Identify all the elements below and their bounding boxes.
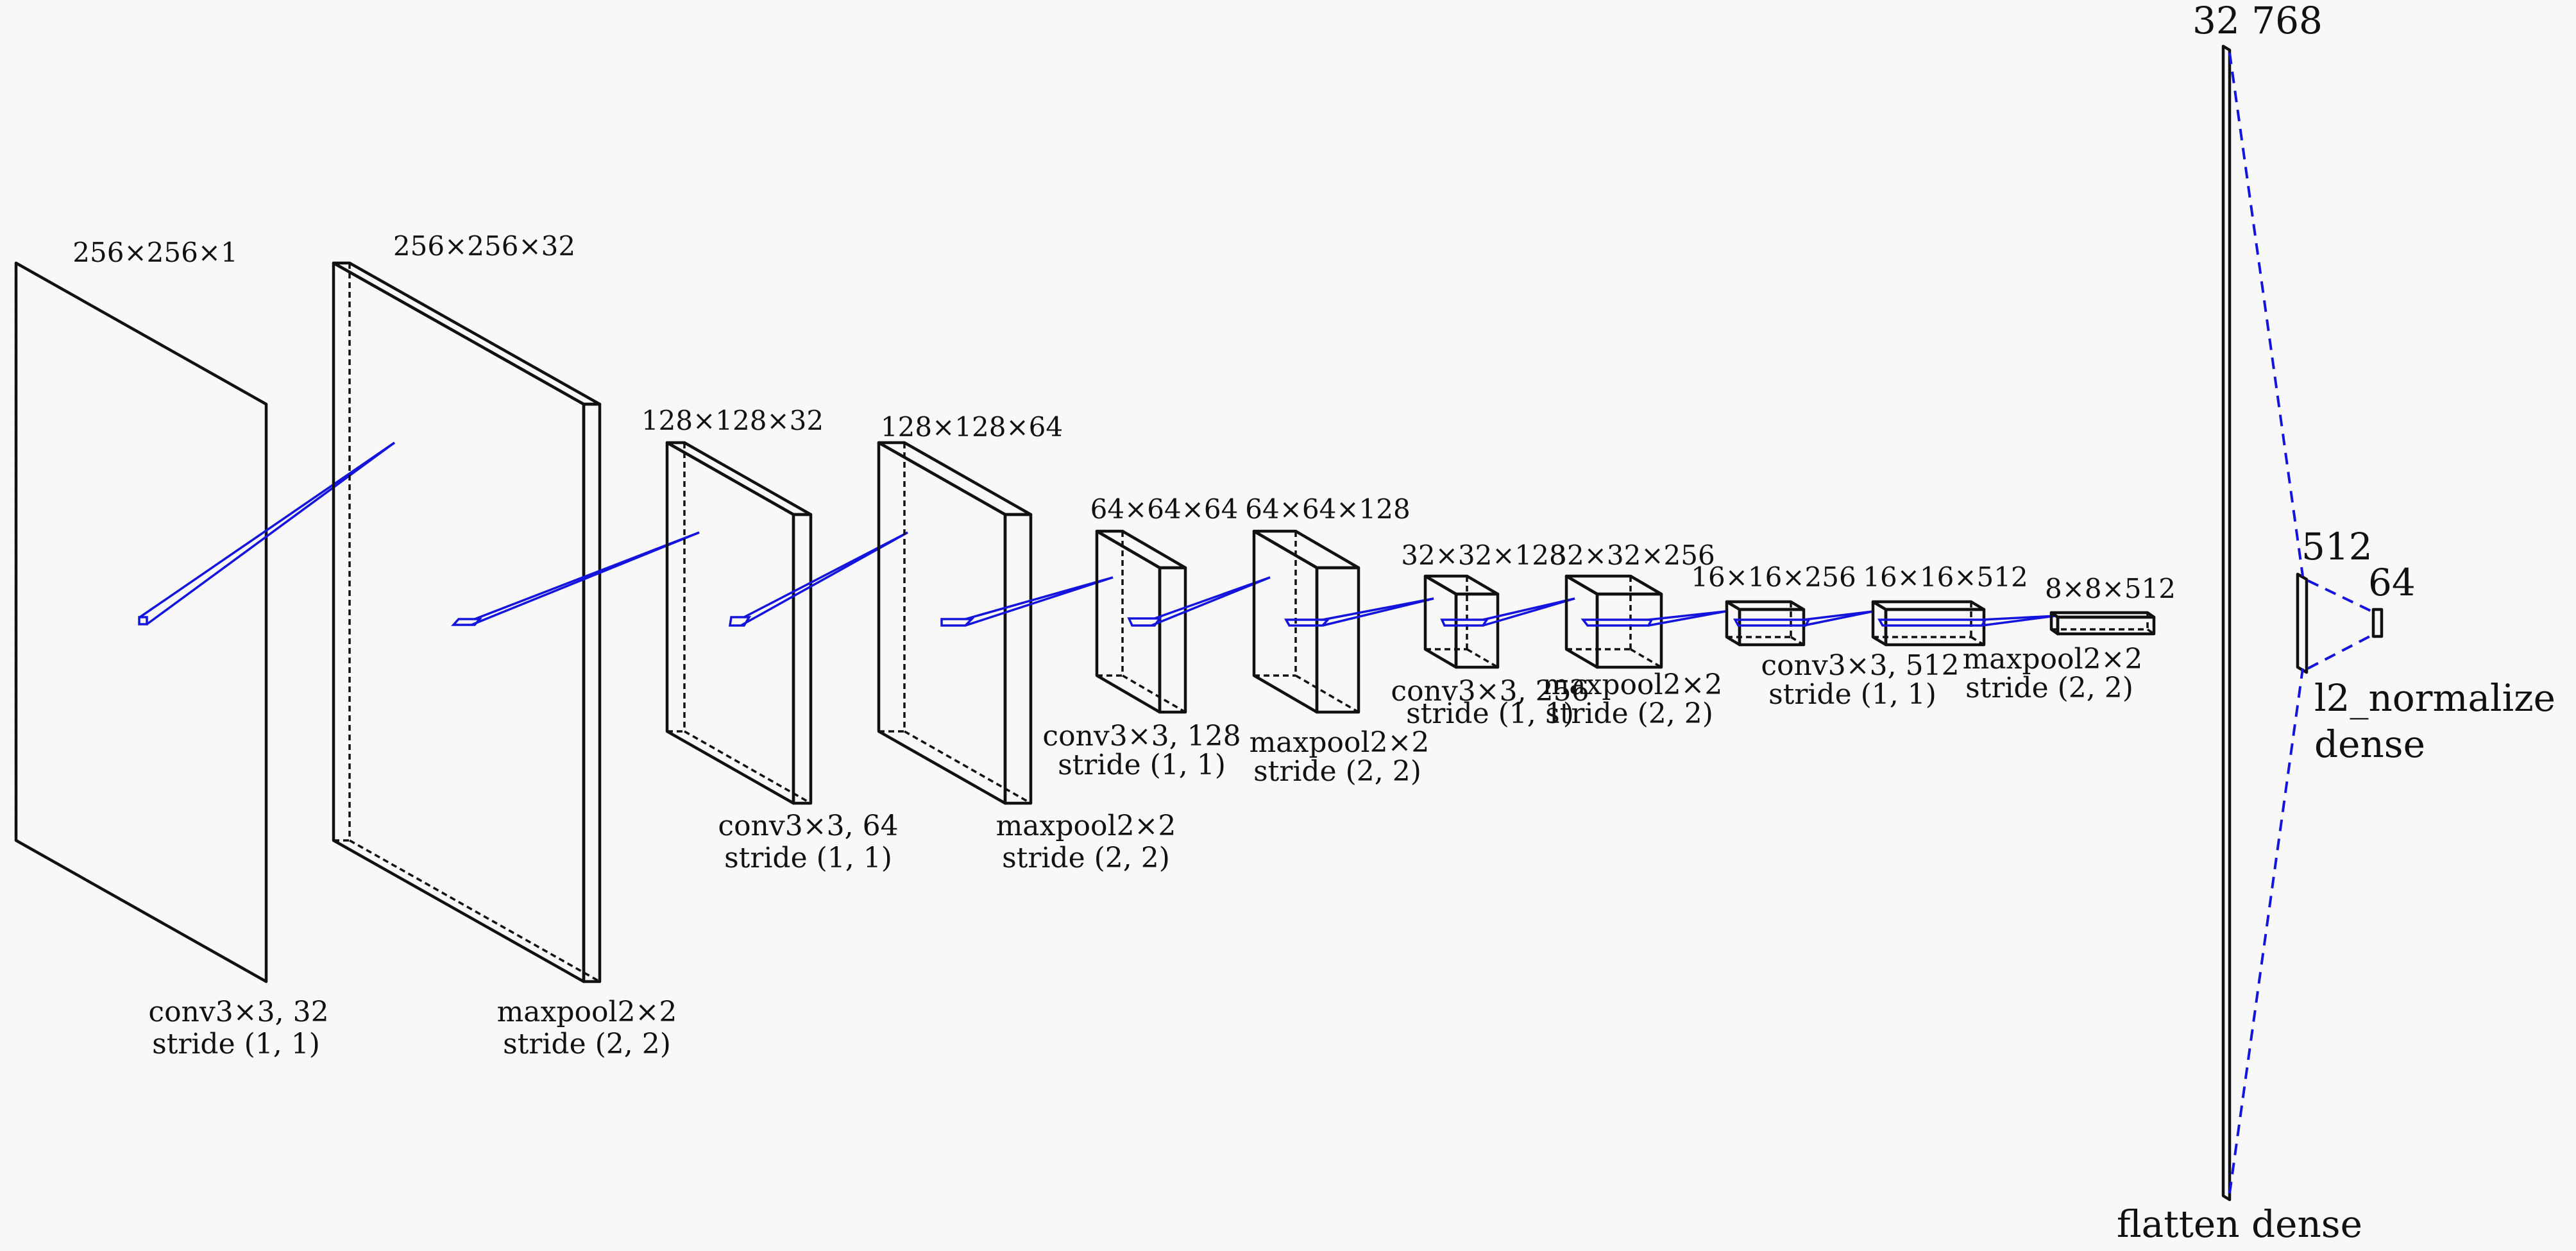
layer-2-dims: 128×128×32	[641, 405, 824, 436]
layer-7-op: maxpool2×2	[1543, 668, 1723, 701]
l2-normalize-label: l2_normalize	[2314, 676, 2555, 720]
flatten-dense-size: 32 768	[2192, 0, 2323, 42]
layer-8-stride: stride (1, 1)	[1768, 678, 1936, 711]
layer-2-stride: stride (1, 1)	[724, 842, 892, 874]
dense-connections	[2228, 52, 2375, 1194]
layer-6-stride: stride (1, 1)	[1406, 697, 1574, 730]
layer-9-dims: 16×16×512	[1863, 561, 2028, 593]
layer-9-feature-map	[1871, 600, 2056, 647]
layer-5-dims: 64×64×128	[1245, 493, 1410, 525]
layer-6-op: conv3×3, 256	[1391, 675, 1589, 708]
layer-0-stride: stride (1, 1)	[152, 1028, 320, 1060]
operation-labels: conv3×3, 32 stride (1, 1) maxpool2×2 str…	[148, 643, 2142, 1060]
layer-1-stride: stride (2, 2)	[503, 1028, 671, 1060]
layer-5-stride: stride (2, 2)	[1253, 755, 1421, 788]
layer-9-op: maxpool2×2	[1963, 643, 2143, 676]
layer-0-dims: 256×256×1	[72, 237, 237, 268]
layer-10-feature-map	[2049, 611, 2156, 636]
layer-8-op: conv3×3, 512	[1761, 649, 1959, 682]
layer-5-op: maxpool2×2	[1250, 726, 1430, 759]
dense-512-size: 512	[2301, 525, 2373, 568]
layer-3-feature-map	[877, 441, 1114, 805]
layer-1-op: maxpool2×2	[497, 996, 677, 1028]
layer-7-feature-map	[1564, 574, 1726, 669]
layer-8-feature-map	[1725, 600, 1874, 647]
layer-7-stride: stride (2, 2)	[1545, 697, 1713, 730]
layer-2-op: conv3×3, 64	[718, 810, 898, 842]
layer-3-dims: 128×128×64	[881, 411, 1063, 443]
flatten-dense-label: flatten dense	[2117, 1202, 2362, 1246]
dense-labels: 32 768 flatten dense 512 64 l2_normalize…	[2117, 0, 2555, 1246]
layer-4-feature-map	[1095, 529, 1271, 714]
layer-2-feature-map	[665, 441, 908, 805]
dense-64-size: 64	[2368, 561, 2416, 604]
layer-5-feature-map	[1252, 529, 1434, 714]
layer-4-op: conv3×3, 128	[1042, 720, 1241, 753]
layer-4-dims: 64×64×64	[1090, 493, 1239, 525]
layer-1-dims: 256×256×32	[393, 230, 575, 262]
layer-10-dims: 8×8×512	[2045, 573, 2176, 604]
flatten-dense-bar	[2221, 44, 2232, 1202]
layer-3-stride: stride (2, 2)	[1002, 842, 1170, 874]
dense-label: dense	[2314, 722, 2425, 766]
layer-7-dims: 32×32×256	[1550, 540, 1715, 571]
layer-8-dims: 16×16×256	[1691, 561, 1856, 593]
layer-0-feature-map	[14, 261, 396, 983]
layer-3-op: maxpool2×2	[996, 810, 1176, 842]
layer-6-dims: 32×32×128	[1401, 540, 1566, 571]
layer-0-op: conv3×3, 32	[148, 996, 328, 1028]
layer-6-feature-map	[1423, 574, 1575, 669]
dense-512-bar	[2296, 572, 2309, 674]
layer-1-feature-map	[332, 261, 700, 983]
layer-9-stride: stride (2, 2)	[1965, 672, 2133, 704]
dimension-labels: 256×256×1 256×256×32 128×128×32 128×128×…	[72, 230, 2176, 604]
dense-64-bar	[2371, 608, 2384, 638]
layer-4-stride: stride (1, 1)	[1058, 749, 1226, 781]
